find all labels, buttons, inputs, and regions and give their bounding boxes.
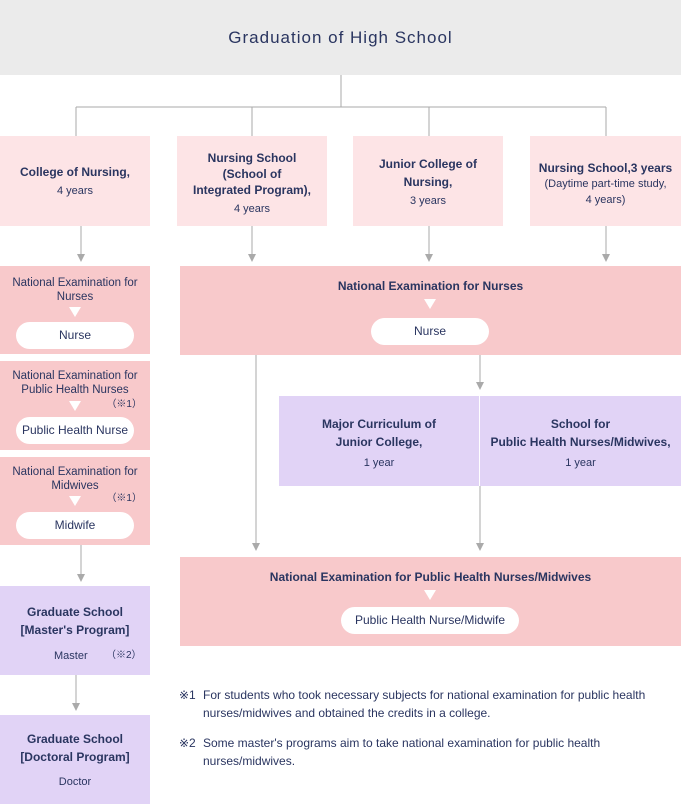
midwives-note: （※1）	[106, 493, 142, 504]
exam-nurses-label: National Examination for Nurses	[337, 279, 524, 293]
major-curriculum-box: Major Curriculum of Junior College, 1 ye…	[279, 396, 479, 486]
left-exam-midwives-box: National Examination for Midwives （※1） M…	[0, 457, 150, 545]
school-duration: 4 years	[233, 203, 271, 215]
school-name: Junior College of Nursing,	[378, 157, 477, 189]
nurse-pill: Nurse	[371, 318, 489, 345]
graduation-title: Graduation of High School	[228, 28, 453, 47]
left-exam-nurses-box: National Examination for Nurses Nurse	[0, 266, 150, 354]
school-name: College of Nursing,	[19, 165, 130, 179]
master-title: Graduate School [Master's Program]	[20, 605, 130, 637]
major-duration: 1 year	[363, 457, 395, 469]
exam-midwives-label: National Examination for Midwives	[12, 466, 138, 492]
note-mark: ※1	[179, 688, 196, 702]
left-exam-phn-box: National Examination for Public Health N…	[0, 361, 150, 450]
doctoral-title: Graduate School [Doctoral Program]	[20, 732, 130, 764]
down-triangle	[424, 590, 436, 600]
down-triangle	[69, 496, 81, 506]
right-exam-nurses-box: National Examination for Nurses Nurse	[180, 266, 681, 355]
exam-phn-midwives-box: National Examination for Public Health N…	[180, 557, 681, 646]
school-nursing-3-years: Nursing School,3 years (Daytime part-tim…	[530, 136, 681, 226]
exam-phn-midwives-label: National Examination for Public Health N…	[269, 570, 592, 584]
note-text: Some master's programs aim to take natio…	[203, 736, 601, 768]
school-phn-duration: 1 year	[565, 457, 596, 469]
doctoral-program-box: Graduate School [Doctoral Program] Docto…	[0, 715, 150, 804]
down-triangle	[69, 401, 81, 411]
doctor-label: Doctor	[58, 776, 92, 788]
note-1: ※1 For students who took necessary subje…	[179, 686, 674, 724]
school-duration: 3 years	[409, 195, 447, 207]
phn-note: （※1）	[106, 399, 142, 410]
school-college-of-nursing: College of Nursing, 4 years	[0, 136, 150, 226]
major-title: Major Curriculum of Junior College,	[321, 417, 436, 449]
graduation-high-school-box: Graduation of High School	[0, 0, 681, 75]
school-name: Nursing School (School of Integrated Pro…	[192, 151, 312, 197]
master-label: Master	[54, 650, 88, 662]
master-program-box: Graduate School [Master's Program] Maste…	[0, 586, 150, 675]
school-duration: (Daytime part-time study, 4 years)	[544, 178, 667, 206]
exam-phn-label: National Examination for Public Health N…	[12, 370, 138, 396]
school-name: Nursing School,3 years	[538, 161, 673, 175]
midwife-pill: Midwife	[16, 512, 134, 539]
school-phn-midwives-box: School for Public Health Nurses/Midwives…	[480, 396, 681, 486]
school-phn-title: School for Public Health Nurses/Midwives…	[490, 417, 671, 449]
school-junior-college: Junior College of Nursing, 3 years	[353, 136, 503, 226]
note-mark: ※2	[179, 736, 196, 750]
exam-nurses-label: National Examination for Nurses	[12, 277, 138, 303]
note-text: For students who took necessary subjects…	[203, 688, 646, 720]
note-2: ※2 Some master's programs aim to take na…	[179, 734, 674, 772]
master-note: （※2）	[106, 650, 142, 661]
school-duration: 4 years	[56, 185, 94, 197]
down-triangle	[424, 299, 436, 309]
public-health-nurse-midwife-pill: Public Health Nurse/Midwife	[341, 607, 519, 634]
school-nursing-integrated: Nursing School (School of Integrated Pro…	[177, 136, 327, 226]
public-health-nurse-pill: Public Health Nurse	[16, 417, 134, 444]
down-triangle	[69, 307, 81, 317]
nurse-pill: Nurse	[16, 322, 134, 349]
